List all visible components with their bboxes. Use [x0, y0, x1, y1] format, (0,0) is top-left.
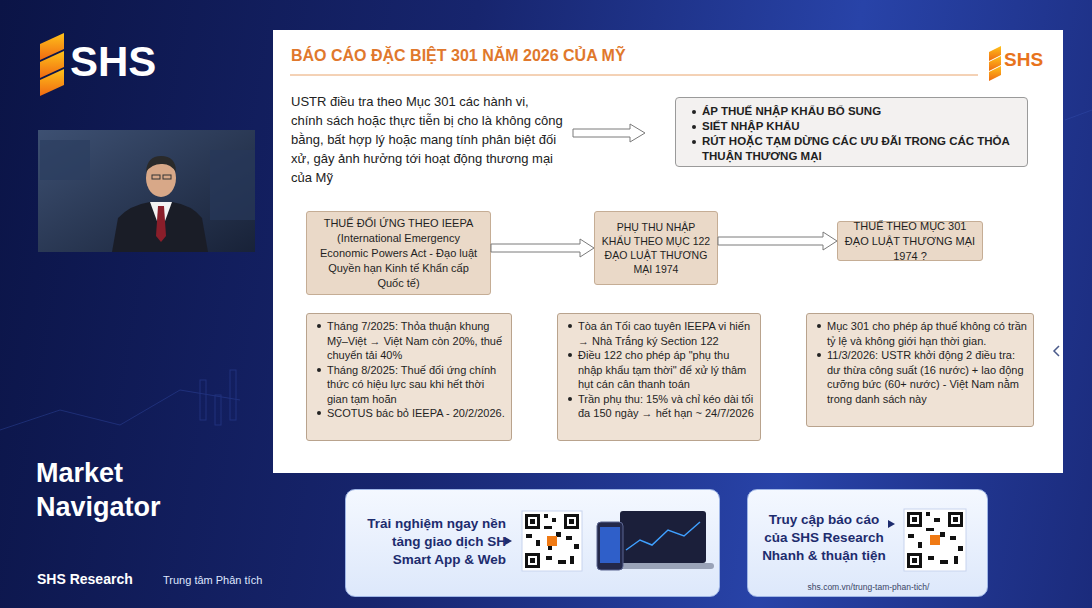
shs-logo-mark	[40, 33, 64, 96]
law-box: PHỤ THU NHẬP KHẨU THEO MỤC 122 ĐẠO LUẬT …	[594, 211, 718, 285]
bullet-dot	[568, 397, 572, 401]
intro-paragraph: USTR điều tra theo Mục 301 các hành vi, …	[291, 92, 563, 187]
glasses	[163, 175, 171, 179]
webcam-frame	[38, 130, 255, 252]
box-text: PHỤ THU NHẬP KHẨU THEO MỤC 122 ĐẠO LUẬT …	[601, 220, 711, 276]
detail-box: Tháng 7/2025: Thỏa thuận khung Mỹ–Việt →…	[306, 313, 512, 441]
side-tab	[1051, 340, 1062, 362]
action-box: ÁP THUẾ NHẬP KHẨU BỔ SUNG SIẾT NHẬP KHẨU R…	[675, 97, 1028, 167]
suit	[112, 202, 208, 252]
logo-bar	[40, 69, 64, 96]
flow-arrow	[718, 232, 837, 250]
box-text: THUẾ ĐỐI ỨNG THEO IEEPA	[324, 216, 474, 231]
bullet-dot	[317, 324, 321, 328]
bullet-dot	[568, 353, 572, 357]
banner-text: shs.com.vn/trung-tam-phan-tich/	[756, 582, 981, 593]
slide-logo-text: SHS	[1004, 48, 1060, 72]
title-underline	[290, 75, 978, 76]
screen-backdrop	[210, 150, 255, 220]
bullet-dot	[692, 110, 696, 114]
bullet-item: RÚT HOẶC TẠM DỪNG CÁC ƯU ĐÃI TRONG CÁC T…	[690, 134, 1017, 164]
bullet-item: Tháng 7/2025: Thỏa thuận khung Mỹ–Việt →…	[315, 319, 505, 363]
screen-backdrop	[40, 140, 90, 180]
detail-box: Tòa án Tối cao tuyên IEEPA vi hiến → Nhà…	[557, 313, 761, 441]
bullet-item: 11/3/2026: USTR khởi động 2 điều tra: dư…	[815, 348, 1027, 406]
glasses	[152, 175, 160, 179]
webcam-feed	[38, 130, 255, 252]
bullet-dot	[817, 353, 821, 357]
banner-text: Trải nghiệm ngay nền tảng giao dịch SH S…	[362, 515, 506, 569]
candle	[230, 370, 236, 420]
show-name: Market Navigator	[36, 456, 196, 524]
bullet-text: Tháng 7/2025: Thỏa thuận khung Mỹ–Việt →…	[327, 320, 502, 361]
chevron	[1054, 346, 1059, 356]
logo-bar	[989, 66, 1001, 81]
brand-unit: SHS Research	[37, 570, 167, 588]
slide-panel	[273, 30, 1063, 473]
bullet-item: Tòa án Tối cao tuyên IEEPA vi hiến → Nhà…	[566, 319, 754, 348]
bullet-item: Điều 122 cho phép áp "phụ thu nhập khẩu …	[566, 348, 754, 392]
bullet-text: SCOTUS bác bỏ IEEPA - 20/2/2026.	[327, 407, 505, 419]
hollow-arrow	[573, 124, 645, 142]
law-box: THUẾ ĐỐI ỨNG THEO IEEPA(International Em…	[306, 211, 491, 295]
brand-subunit: Trung tâm Phân tích	[163, 573, 293, 587]
bullet-text: Mục 301 cho phép áp thuế không có trần t…	[827, 320, 1027, 347]
bullet-dot	[568, 324, 572, 328]
flow-arrow	[491, 239, 594, 257]
detail-box: Mục 301 cho phép áp thuế không có trần t…	[806, 313, 1034, 427]
promo-banner: Trải nghiệm ngay nền tảng giao dịch SH S…	[345, 489, 720, 597]
bullet-item: Tháng 8/2025: Thuế đối ứng chính thức có…	[315, 363, 505, 407]
hair	[146, 156, 176, 172]
bullet-dot	[817, 324, 821, 328]
box-text: (International Emergency Economic Powers…	[317, 231, 480, 291]
promo-banner: Truy cập báo cáo của SHS Research Nhanh …	[747, 489, 988, 597]
bullet-item: ÁP THUẾ NHẬP KHẨU BỔ SUNG	[690, 104, 1017, 119]
slide-logo-mark	[989, 46, 1001, 81]
bullet-dot	[317, 411, 321, 415]
box-text: THUẾ THEO MỤC 301 ĐẠO LUẬT THƯƠNG MẠI 19…	[844, 219, 976, 264]
bullet-text: 11/3/2026: USTR khởi động 2 điều tra: dư…	[827, 349, 1024, 405]
bullet-item: SCOTUS bác bỏ IEEPA - 20/2/2026.	[315, 406, 505, 421]
bullet-text: RÚT HOẶC TẠM DỪNG CÁC ƯU ĐÃI TRONG CÁC T…	[702, 135, 1009, 162]
bullet-dot	[317, 368, 321, 372]
tie	[156, 206, 166, 242]
candle	[215, 395, 221, 425]
bullet-text: ÁP THUẾ NHẬP KHẨU BỔ SUNG	[702, 105, 881, 117]
bullet-item: Mục 301 cho phép áp thuế không có trần t…	[815, 319, 1027, 348]
tab	[1051, 340, 1062, 362]
bullet-item: Trần phụ thu: 15% và chỉ kéo dài tối đa …	[566, 392, 754, 421]
bullet-text: Tháng 8/2025: Thuế đối ứng chính thức có…	[327, 364, 496, 405]
brand-logo-text: SHS	[70, 37, 210, 87]
bullet-text: SIẾT NHẬP KHẨU	[702, 120, 800, 132]
chart-line	[1065, 110, 1092, 120]
bullet-dot	[692, 140, 696, 144]
bullet-text: Trần phụ thu: 15% và chỉ kéo dài tối đa …	[578, 393, 754, 420]
bullet-text: Điều 122 cho phép áp "phụ thu nhập khẩu …	[578, 349, 746, 390]
bullet-dot	[692, 125, 696, 129]
logo-bar	[989, 46, 1001, 61]
bullet-item: SIẾT NHẬP KHẨU	[690, 119, 1017, 134]
bullet-text: Tòa án Tối cao tuyên IEEPA vi hiến → Nhà…	[578, 320, 750, 347]
banner-text: Truy cập báo cáo của SHS Research Nhanh …	[756, 511, 892, 565]
chart-line	[0, 390, 240, 430]
law-box: THUẾ THEO MỤC 301 ĐẠO LUẬT THƯƠNG MẠI 19…	[837, 221, 983, 261]
candle	[200, 380, 206, 420]
slide-title: BÁO CÁO ĐẶC BIỆT 301 NĂM 2026 CỦA MỸ	[291, 47, 626, 65]
logo-bar	[989, 56, 1001, 71]
